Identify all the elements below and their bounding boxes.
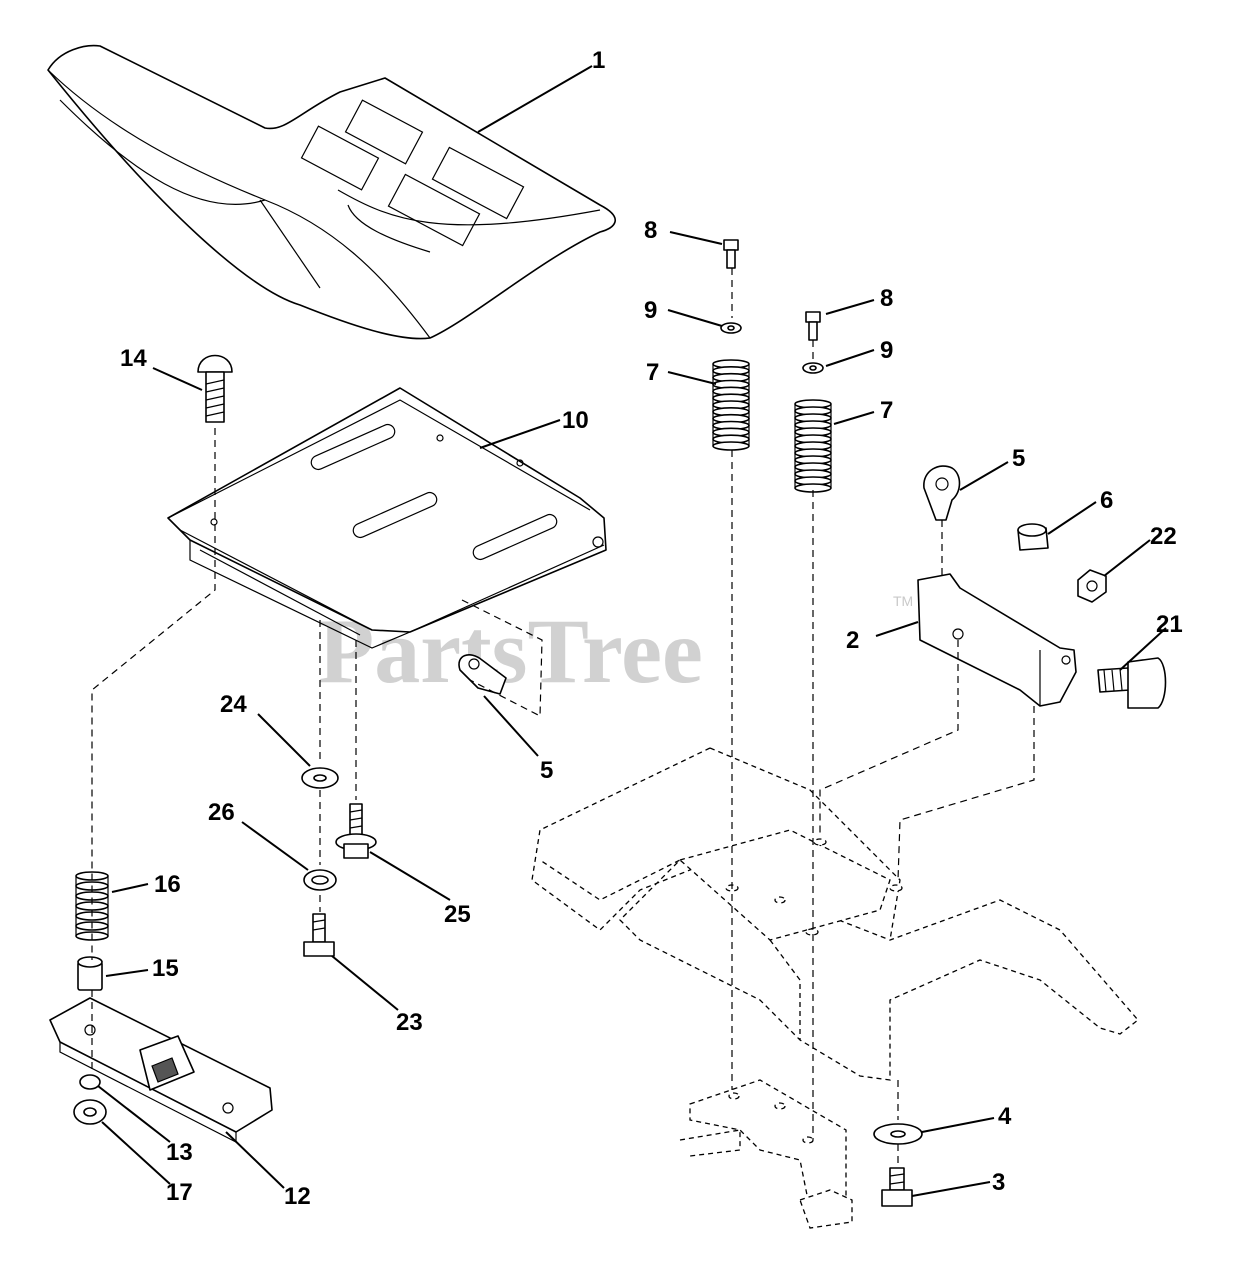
callout-1: 1 — [592, 47, 605, 74]
spring-outline — [75, 876, 109, 936]
callout-16: 16 — [154, 871, 181, 898]
callout-4: 4 — [998, 1103, 1012, 1130]
callout-5-upper: 5 — [1012, 445, 1025, 472]
spring-outline — [712, 364, 750, 446]
carriage-bolt-part — [197, 354, 233, 423]
frame-phantom — [531, 747, 1139, 1229]
watermark-trademark: TM — [893, 593, 913, 609]
nut-part-17 — [73, 1099, 107, 1125]
spring-coil — [712, 441, 750, 451]
callout-9-left: 9 — [644, 297, 657, 324]
callout-24: 24 — [220, 691, 247, 718]
lock-washer-part — [303, 869, 337, 891]
spacer-part — [77, 956, 103, 991]
callout-12: 12 — [284, 1183, 311, 1210]
callout-8-right: 8 — [880, 285, 893, 312]
seat-part — [47, 44, 616, 340]
callout-13: 13 — [166, 1139, 193, 1166]
callout-23: 23 — [396, 1009, 423, 1036]
callout-7-right: 7 — [880, 397, 893, 424]
hex-bolt-part-3 — [881, 1167, 913, 1207]
center-lines — [91, 268, 1035, 1166]
seat-pan-part — [167, 387, 607, 649]
flange-bolt-part — [335, 803, 377, 859]
washer-part-13 — [79, 1074, 101, 1090]
plate-part — [49, 997, 273, 1143]
nut-part-6 — [1017, 523, 1049, 551]
callout-26: 26 — [208, 799, 235, 826]
callout-15: 15 — [152, 955, 179, 982]
spring-outline — [794, 404, 832, 488]
callout-3: 3 — [992, 1169, 1005, 1196]
hex-bolt-part-23 — [303, 913, 335, 957]
callout-7-left: 7 — [646, 359, 659, 386]
callout-9-right: 9 — [880, 337, 893, 364]
leader-lines — [97, 65, 1167, 1197]
callout-2: 2 — [846, 627, 859, 654]
clip-part-upper — [923, 465, 961, 521]
shoulder-bolt-part — [1097, 657, 1167, 709]
hex-nut-part-22 — [1077, 569, 1107, 603]
callout-17: 17 — [166, 1179, 193, 1206]
washer-part-24 — [301, 767, 339, 789]
spring-part-16 — [75, 871, 109, 941]
callout-labels: 1 14 10 8 9 7 8 9 7 5 6 22 2 21 5 24 26 … — [120, 47, 1183, 1210]
washer-part-4 — [873, 1123, 923, 1145]
callout-10: 10 — [562, 407, 589, 434]
clip-part-lower — [458, 654, 507, 695]
spring-assembly-right — [794, 311, 832, 493]
callout-5-lower: 5 — [540, 757, 553, 784]
spring-assembly-left — [712, 239, 750, 451]
callout-14: 14 — [120, 345, 147, 372]
bracket-part — [917, 573, 1077, 707]
callout-22: 22 — [1150, 523, 1177, 550]
callout-25: 25 — [444, 901, 471, 928]
callout-6: 6 — [1100, 487, 1113, 514]
callout-21: 21 — [1156, 611, 1183, 638]
callout-8-left: 8 — [644, 217, 657, 244]
